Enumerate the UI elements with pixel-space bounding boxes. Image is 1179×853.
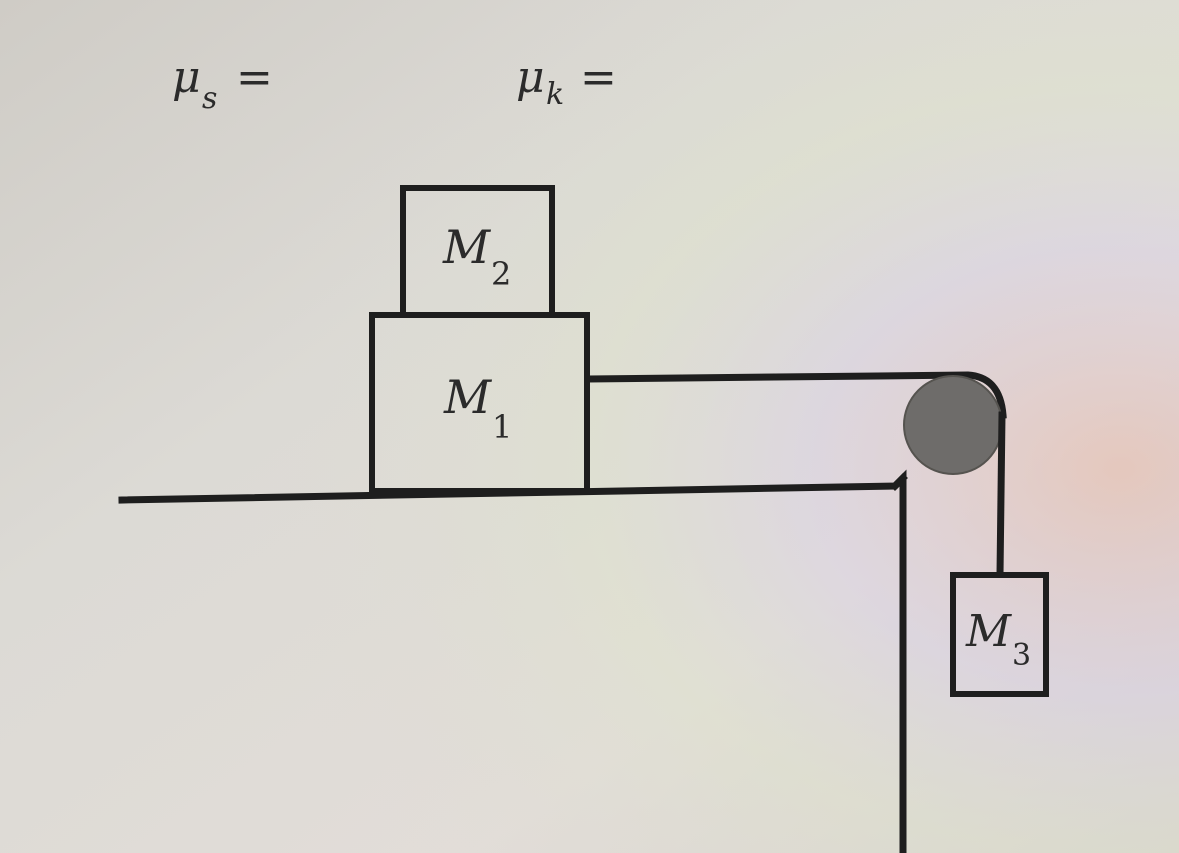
block-m2-symbol: M xyxy=(442,220,492,274)
block-m2-label: M 2 xyxy=(442,220,511,293)
block-m3-symbol: M xyxy=(965,606,1012,657)
table-edge xyxy=(890,469,907,853)
mu-static-symbol: μ xyxy=(172,52,201,103)
mu-static-subscript: s xyxy=(202,81,217,116)
mu-kinetic-symbol: μ xyxy=(516,52,545,103)
pulley xyxy=(903,375,1003,475)
block-m3 xyxy=(950,572,1049,697)
block-m1-label: M 1 xyxy=(443,370,512,446)
block-m1-subscript: 1 xyxy=(492,408,512,446)
mu-static-equals: = xyxy=(236,52,273,103)
block-m2-subscript: 2 xyxy=(491,255,511,293)
mu-kinetic-label: μ k = xyxy=(516,52,617,112)
block-m1-symbol: M xyxy=(443,370,493,424)
mu-static-label: μ s = xyxy=(172,52,273,116)
mu-kinetic-equals: = xyxy=(580,52,617,103)
mu-kinetic-subscript: k xyxy=(546,77,564,112)
block-m2 xyxy=(400,185,555,318)
string-horizontal xyxy=(584,371,1007,419)
string-vertical xyxy=(996,411,1006,578)
block-m3-label: M 3 xyxy=(965,606,1031,673)
block-m3-subscript: 3 xyxy=(1012,638,1031,673)
